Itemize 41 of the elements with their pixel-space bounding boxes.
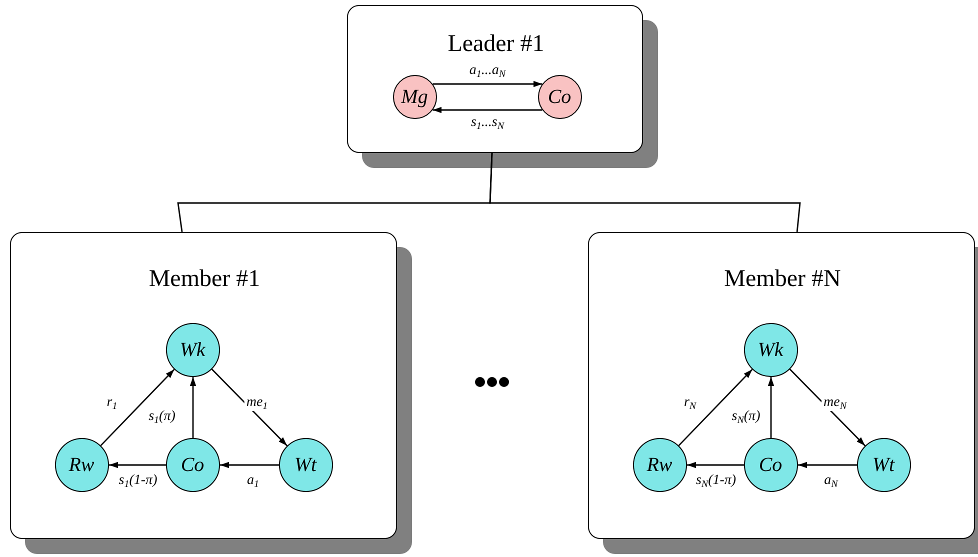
arrow bbox=[678, 368, 753, 446]
arrow bbox=[109, 462, 166, 468]
connector-line bbox=[489, 152, 801, 232]
state-label: Co bbox=[180, 454, 204, 474]
state-circle bbox=[632, 438, 686, 492]
state-label: Mg bbox=[401, 86, 428, 106]
arrow bbox=[211, 368, 288, 446]
edge-label: s$_{N}$(1-π) bbox=[694, 473, 738, 489]
arrow bbox=[220, 462, 279, 468]
state-label: Co bbox=[758, 454, 782, 474]
agent-panel bbox=[588, 232, 975, 539]
arrow bbox=[432, 106, 542, 114]
state-circle bbox=[54, 438, 108, 492]
state-circle bbox=[278, 438, 332, 492]
edge-label: s$_{1}$(π) bbox=[146, 409, 178, 425]
edge-label: s$_{1}$(1-π) bbox=[116, 473, 160, 489]
panel-title: Member #1 bbox=[148, 267, 262, 291]
arrow bbox=[768, 377, 774, 438]
arrow bbox=[687, 462, 744, 468]
state-label: Wk bbox=[180, 340, 206, 360]
panel-title: Leader #1 bbox=[446, 32, 546, 56]
arrow bbox=[789, 368, 866, 446]
state-label: Wt bbox=[872, 454, 895, 474]
state-label: Wk bbox=[758, 340, 784, 360]
state-circle bbox=[856, 438, 910, 492]
arrow bbox=[100, 368, 175, 446]
state-label: Co bbox=[548, 86, 572, 106]
state-circle bbox=[392, 74, 436, 118]
edge-label: s$_{N}$(π) bbox=[730, 409, 762, 425]
panel-title: Member #N bbox=[723, 267, 842, 291]
state-circle bbox=[538, 74, 582, 118]
agent-panel bbox=[10, 232, 397, 539]
arrow bbox=[432, 80, 542, 88]
arrow bbox=[798, 462, 857, 468]
state-label: Wt bbox=[294, 454, 317, 474]
agent-panel bbox=[347, 5, 643, 153]
arrow bbox=[190, 377, 196, 438]
state-label: Rw bbox=[68, 454, 94, 474]
state-circle bbox=[166, 322, 220, 376]
state-circle bbox=[744, 322, 798, 376]
state-label: Rw bbox=[646, 454, 672, 474]
